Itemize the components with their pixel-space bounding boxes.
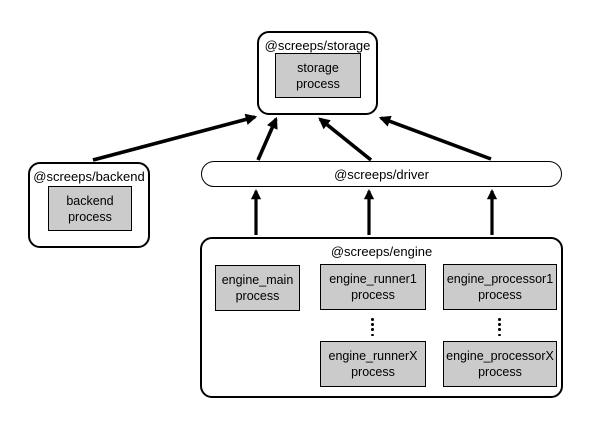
engine-processor1-process-box: engine_processor1 process xyxy=(443,264,557,310)
node-engine-title: @screeps/engine xyxy=(330,244,433,259)
engine-main-process-name: engine_main xyxy=(221,273,294,287)
node-backend: @screeps/backend backend process xyxy=(28,162,150,248)
backend-process-word: process xyxy=(68,209,112,224)
engine-runner1-process-box: engine_runner1 process xyxy=(320,264,426,310)
engine-main-process-word: process xyxy=(235,289,280,303)
backend-process-name: backend xyxy=(66,193,114,208)
node-backend-title: @screeps/backend xyxy=(33,169,145,184)
engine-runner1-process-word: process xyxy=(351,288,395,302)
node-driver-title: @screeps/driver xyxy=(334,166,429,182)
engine-processorX-process-word: process xyxy=(478,365,522,379)
edge-backend-to-storage xyxy=(92,113,258,162)
node-driver: @screeps/driver xyxy=(201,161,562,187)
node-engine: @screeps/engine engine_main process engi… xyxy=(200,237,563,398)
engine-runner1-process-name: engine_runner1 xyxy=(329,272,417,286)
edge-driver-to-storage-2 xyxy=(318,117,373,162)
storage-process-box: storage process xyxy=(275,53,361,98)
engine-processorX-process-name: engine_processorX xyxy=(446,349,554,363)
engine-processor1-process-word: process xyxy=(478,288,522,302)
backend-process-box: backend process xyxy=(48,186,132,231)
node-storage-title: @screeps/storage xyxy=(264,38,371,53)
node-storage: @screeps/storage storage process xyxy=(257,31,378,115)
edge-driver-to-storage-3 xyxy=(378,115,492,161)
engine-runnerX-process-box: engine_runnerX process xyxy=(320,341,426,387)
vertical-ellipsis-icon xyxy=(371,318,374,337)
storage-process-name: storage xyxy=(297,60,339,75)
engine-main-process-box: engine_main process xyxy=(215,265,300,311)
vertical-ellipsis-icon xyxy=(498,318,501,337)
engine-runnerX-process-name: engine_runnerX xyxy=(328,349,418,363)
engine-processorX-process-box: engine_processorX process xyxy=(443,341,557,387)
engine-runnerX-process-word: process xyxy=(351,365,395,379)
storage-process-word: process xyxy=(296,76,340,91)
edge-driver-to-storage-1 xyxy=(256,116,278,161)
engine-processor1-process-name: engine_processor1 xyxy=(446,272,554,286)
